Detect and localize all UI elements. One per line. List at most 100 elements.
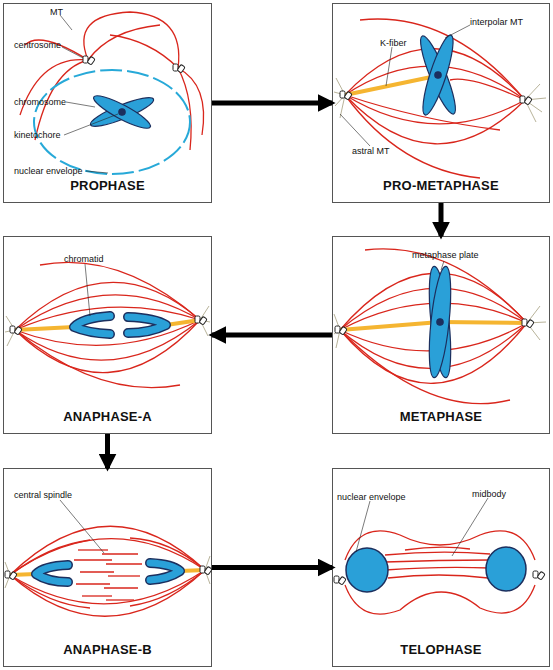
- leader-lines: [60, 15, 118, 173]
- centrosome-symbol: [520, 96, 532, 105]
- astral-microtubules: [200, 306, 209, 320]
- microtubules: [40, 262, 200, 320]
- microtubules: [10, 570, 205, 616]
- microtubules: [345, 95, 525, 124]
- microtubules: [10, 539, 205, 575]
- microtubules: [340, 288, 527, 330]
- microtubules: [405, 547, 470, 550]
- centrosome-symbol: [83, 56, 95, 65]
- astral-microtubules: [527, 322, 546, 323]
- phase-name: METAPHASE: [333, 409, 549, 424]
- microtubules: [345, 49, 525, 100]
- k-fiber: [15, 320, 200, 330]
- phase-arrow: [105, 434, 110, 468]
- astral-microtubules: [5, 562, 10, 575]
- centrosome-symbol: [334, 576, 346, 585]
- phase-arrow: [212, 333, 332, 338]
- astral-microtubules: [334, 330, 340, 334]
- astral-microtubules: [336, 78, 345, 95]
- chromosome: [88, 91, 156, 133]
- microtubules: [110, 35, 178, 68]
- microtubules: [385, 552, 490, 555]
- microtubules: [15, 320, 200, 345]
- chromosome: [119, 109, 125, 115]
- central-spindle: [76, 583, 110, 584]
- nucleus: [486, 547, 526, 591]
- k-fiber: [340, 322, 527, 330]
- central-spindle: [74, 559, 112, 560]
- microtubules: [178, 68, 204, 135]
- astral-microtubules: [5, 575, 10, 588]
- part-label: centrosome: [14, 40, 61, 50]
- microtubules: [10, 540, 90, 575]
- centrosome-symbol: [10, 326, 22, 335]
- phase-name: ANAPHASE-A: [4, 409, 211, 424]
- astral-microtubules: [334, 314, 340, 330]
- central-spindle: [82, 595, 112, 596]
- astral-microtubules: [334, 306, 546, 348]
- leader-lines: [445, 25, 470, 38]
- leader-lines: [386, 47, 392, 86]
- microtubules: [15, 262, 200, 387]
- microtubules: [345, 19, 525, 178]
- leader-lines: [62, 47, 83, 58]
- microtubules: [15, 330, 180, 388]
- chromosome: [88, 93, 156, 131]
- leader-lines: [340, 25, 470, 146]
- chromosome: [425, 265, 455, 378]
- microtubules: [15, 320, 200, 360]
- microtubules: [340, 303, 527, 330]
- central-spindle: [104, 587, 138, 588]
- part-label: nuclear envelope: [337, 492, 406, 502]
- central-spindle: [102, 553, 138, 554]
- astral-microtubules: [205, 556, 210, 570]
- microtubules: [15, 320, 200, 373]
- part-label: K-fiber: [380, 38, 407, 48]
- astral-microtubules: [6, 316, 15, 330]
- phase-arrow: [439, 203, 444, 236]
- phase-name: PROPHASE: [4, 178, 211, 193]
- anaphase-a-art: [5, 262, 210, 387]
- nuclear-envelope: [34, 70, 190, 174]
- microtubules: [450, 79, 525, 100]
- chromatid: [150, 563, 180, 580]
- leader-lines: [60, 15, 72, 30]
- astral-microtubules: [334, 92, 345, 95]
- microtubules: [345, 585, 535, 614]
- astral-microtubules: [527, 323, 540, 340]
- chromosome: [437, 319, 443, 325]
- chromosome: [90, 91, 153, 133]
- chromatid: [74, 316, 110, 334]
- k-fiber: [15, 327, 74, 330]
- centrosome-symbol: [340, 91, 352, 100]
- leader-lines: [64, 114, 118, 135]
- chromatid: [128, 317, 166, 333]
- central-spindle: [74, 550, 142, 600]
- astral-microtubules: [525, 84, 540, 100]
- microtubules: [15, 295, 200, 330]
- leader-lines: [356, 501, 370, 552]
- astral-microtubules: [5, 330, 15, 332]
- central-spindle: [106, 599, 134, 600]
- part-label: MT: [50, 7, 63, 17]
- phase-name: TELOPHASE: [333, 642, 549, 657]
- centrosome-symbol: [335, 326, 347, 335]
- astral-microtubules: [336, 330, 340, 348]
- telophase-art: [334, 498, 545, 614]
- astral-microtubules: [335, 95, 345, 106]
- chromosome: [435, 72, 441, 78]
- centrosome-symbol: [533, 571, 545, 580]
- microtubules: [130, 538, 205, 570]
- chromatid: [36, 565, 68, 582]
- phase-panel: PRO-METAPHASE: [332, 3, 550, 203]
- central-spindle: [106, 563, 142, 564]
- nucleus: [346, 548, 388, 592]
- nucleus: [346, 547, 526, 592]
- phase-panel: METAPHASE: [332, 236, 550, 434]
- microtubules: [345, 66, 525, 100]
- astral-microtubules: [340, 95, 345, 118]
- chromosome: [415, 33, 461, 118]
- prophase-art: [20, 12, 204, 174]
- central-spindle: [78, 549, 108, 550]
